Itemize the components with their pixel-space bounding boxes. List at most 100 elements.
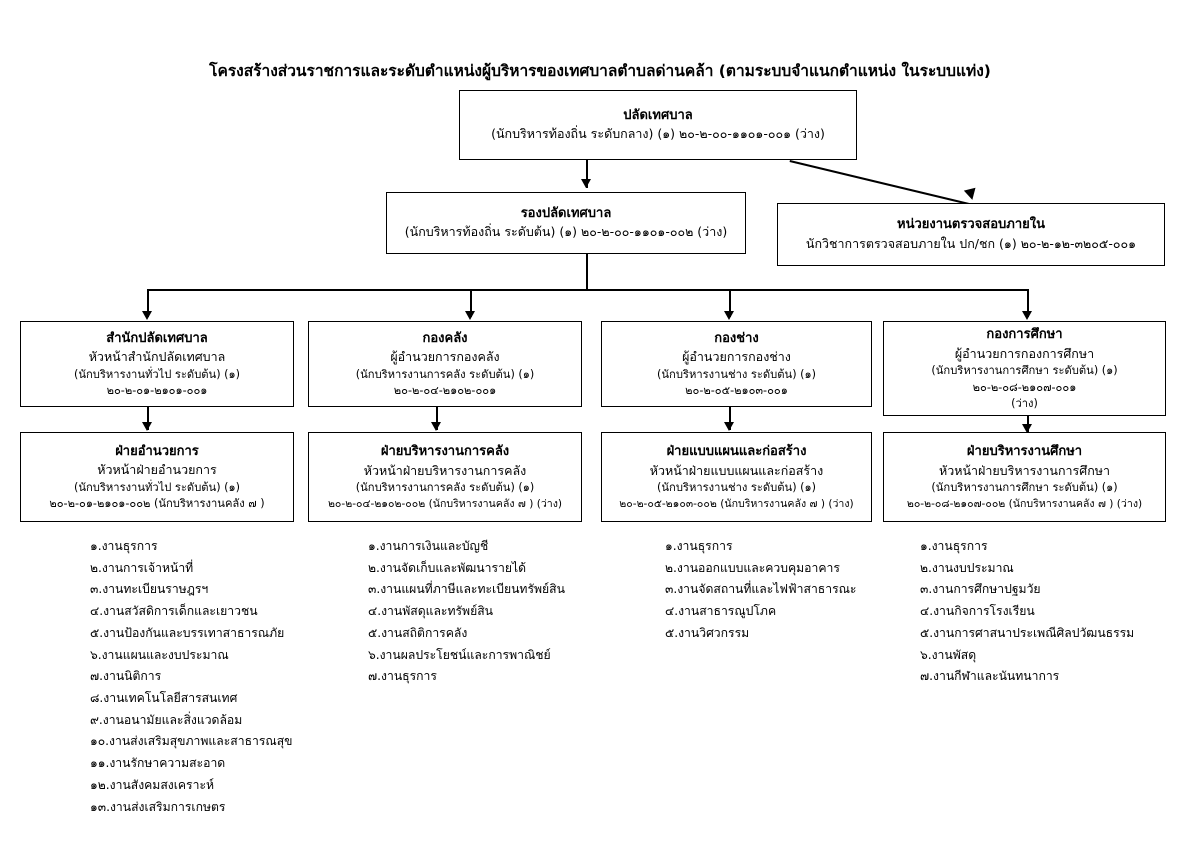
node-div-borihan-klang[interactable]: ฝ่ายบริหารงานการคลัง หัวหน้าฝ่ายบริหารงา…	[308, 432, 582, 522]
task-item: ๓.งานจัดสถานที่และไฟฟ้าสาธารณะ	[665, 582, 857, 597]
node-div3-detail2: ๒๐-๒-๐๕-๒๑๐๓-๐๐๒ (นักบริหารงานคลัง ๗ ) (…	[619, 497, 854, 510]
arrow-dept3-to-div3	[724, 422, 734, 431]
task-item: ๒.งานจัดเก็บและพัฒนารายได้	[368, 560, 527, 575]
task-item: ๗.งานกีฬาและนันทนาการ	[920, 669, 1060, 684]
node-dept1-name: สำนักปลัดเทศบาล	[106, 330, 208, 346]
node-div1-detail: (นักบริหารงานทั่วไป ระดับต้น) (๑)	[74, 480, 240, 494]
node-internal-audit-detail: นักวิชาการตรวจสอบภายใน ปก/ชก (๑) ๒๐-๒-๑๒…	[805, 235, 1137, 251]
tasklist-samnak-palad: ๑.งานธุรการ๒.งานการเจ้าหน้าที่๓.งานทะเบี…	[90, 536, 293, 818]
arrow-dept4-to-div4	[1022, 424, 1032, 433]
task-item: ๘.งานเทคโนโลยีสารสนเทศ	[90, 691, 238, 706]
node-div1-detail2: ๒๐-๒-๐๑-๒๑๐๑-๐๐๒ (นักบริหารงานคลัง ๗ )	[49, 497, 265, 511]
node-div-baebphan[interactable]: ฝ่ายแบบแผนและก่อสร้าง หัวหน้าฝ่ายแบบแผนแ…	[601, 432, 872, 522]
tasklist-kong-suksa: ๑.งานธุรการ๒.งานงบประมาณ๓.งานการศึกษาปฐม…	[920, 536, 1134, 688]
node-div3-detail: (นักบริหารงานช่าง ระดับต้น) (๑)	[657, 481, 816, 495]
node-palad-detail: (นักบริหารท้องถิ่น ระดับกลาง) (๑) ๒๐-๒-๐…	[491, 126, 825, 142]
node-div2-name: ฝ่ายบริหารงานการคลัง	[380, 444, 510, 460]
node-div4-name: ฝ่ายบริหารงานศึกษา	[966, 444, 1083, 460]
node-rong-palad-detail: (นักบริหารท้องถิ่น ระดับต้น) (๑) ๒๐-๒-๐๐…	[404, 224, 728, 240]
arrow-dept2-to-div2	[431, 422, 441, 431]
task-item: ๔.งานสาธารณูปโภค	[665, 604, 777, 619]
task-item: ๕.งานวิศวกรรม	[665, 625, 750, 640]
connector-dept1-to-div1	[147, 407, 149, 430]
node-div1-name: ฝ่ายอำนวยการ	[115, 443, 199, 459]
node-dept-kong-klang[interactable]: กองคลัง ผู้อำนวยการกองคลัง (นักบริหารงาน…	[308, 321, 582, 407]
node-dept3-detail: (นักบริหารงานช่าง ระดับต้น) (๑) ๒๐-๒-๐๕-…	[657, 367, 816, 398]
arrow-bus-to-dept1	[142, 311, 152, 320]
node-internal-audit-name: หน่วยงานตรวจสอบภายใน	[897, 217, 1045, 233]
task-item: ๖.งานแผนและงบประมาณ	[90, 647, 229, 662]
node-dept1-head: หัวหน้าสำนักปลัดเทศบาล	[88, 349, 226, 365]
task-item: ๑.งานธุรการ	[665, 539, 733, 553]
node-div-amnuaykan[interactable]: ฝ่ายอำนวยการ หัวหน้าฝ่ายอำนวยการ (นักบริ…	[20, 432, 294, 522]
task-item: ๑.งานธุรการ	[90, 539, 158, 553]
task-item: ๑.งานธุรการ	[920, 539, 988, 553]
node-div2-detail2: ๒๐-๒-๐๔-๒๑๐๒-๐๐๒ (นักบริหารงานคลัง ๗ ) (…	[327, 497, 563, 510]
task-item: ๔.งานพัสดุและทรัพย์สิน	[368, 604, 494, 619]
node-dept4-detail2: (ว่าง)	[1011, 396, 1038, 410]
connector-bus-to-dept1	[147, 289, 149, 317]
task-item: ๒.งานงบประมาณ	[920, 560, 1014, 575]
task-item: ๑๓.งานส่งเสริมการเกษตร	[90, 799, 226, 814]
node-div1-head: หัวหน้าฝ่ายอำนวยการ	[97, 462, 217, 478]
arrow-dept1-to-div1	[142, 422, 152, 431]
node-dept3-name: กองช่าง	[714, 330, 759, 346]
task-item: ๗.งานธุรการ	[368, 669, 437, 684]
node-div2-head: หัวหน้าฝ่ายบริหารงานการคลัง	[363, 462, 527, 478]
node-div3-name: ฝ่ายแบบแผนและก่อสร้าง	[666, 444, 807, 460]
task-item: ๑๑.งานรักษาความสะอาด	[90, 756, 226, 771]
node-dept2-detail: (นักบริหารงานการคลัง ระดับต้น) (๑) ๒๐-๒-…	[355, 367, 535, 398]
connector-bus-to-dept4	[1027, 289, 1029, 317]
task-item: ๕.งานการศาสนาประเพณีศิลปวัฒนธรรม	[920, 625, 1135, 640]
task-item: ๒.งานออกแบบและควบคุมอาคาร	[665, 560, 840, 575]
task-item: ๑.งานการเงินและบัญชี	[368, 539, 489, 553]
node-div-borihan-suksa[interactable]: ฝ่ายบริหารงานศึกษา หัวหน้าฝ่ายบริหารงานก…	[883, 432, 1166, 522]
task-item: ๙.งานอนามัยและสิ่งแวดล้อม	[90, 712, 243, 727]
task-item: ๔.งานสวัสดิการเด็กและเยาวชน	[90, 604, 258, 619]
task-item: ๑๐.งานส่งเสริมสุขภาพและสาธารณสุข	[90, 734, 293, 749]
page-title: โครงสร้างส่วนราชการและระดับตำแหน่งผู้บริ…	[209, 62, 991, 80]
task-item: ๓.งานการศึกษาปฐมวัย	[920, 582, 1041, 597]
task-item: ๖.งานผลประโยชน์และการพาณิชย์	[368, 647, 551, 662]
connector-dept3-to-div3	[729, 407, 731, 430]
node-div3-head: หัวหน้าฝ่ายแบบแผนและก่อสร้าง	[649, 462, 824, 478]
arrow-palad-to-rong	[581, 179, 591, 188]
node-internal-audit[interactable]: หน่วยงานตรวจสอบภายใน นักวิชาการตรวจสอบภา…	[777, 203, 1165, 266]
node-palad-name: ปลัดเทศบาล	[623, 107, 693, 123]
node-dept2-name: กองคลัง	[422, 330, 468, 346]
node-dept-kong-suksa[interactable]: กองการศึกษา ผู้อำนวยการกองการศึกษา (นักบ…	[883, 321, 1166, 416]
node-dept4-detail: (นักบริหารงานการศึกษา ระดับต้น) (๑) ๒๐-๒…	[931, 364, 1118, 394]
connector-bus-to-dept2	[470, 289, 472, 317]
task-item: ๒.งานการเจ้าหน้าที่	[90, 560, 194, 575]
tasklist-kong-chang: ๑.งานธุรการ๒.งานออกแบบและควบคุมอาคาร๓.งา…	[665, 536, 856, 645]
arrow-bus-to-dept4	[1022, 311, 1032, 320]
arrow-bus-to-dept3	[724, 311, 734, 320]
node-dept3-head: ผู้อำนวยการกองช่าง	[682, 349, 791, 365]
task-item: ๓.งานแผนที่ภาษีและทะเบียนทรัพย์สิน	[368, 582, 565, 597]
node-dept4-name: กองการศึกษา	[986, 327, 1063, 343]
tasklist-kong-klang: ๑.งานการเงินและบัญชี๒.งานจัดเก็บและพัฒนา…	[368, 536, 565, 688]
task-item: ๑๒.งานสังคมสงเคราะห์	[90, 777, 215, 792]
arrow-bus-to-dept2	[465, 311, 475, 320]
task-item: ๕.งานป้องกันและบรรเทาสาธารณภัย	[90, 625, 285, 640]
connector-bus-bar	[147, 289, 1028, 291]
arrow-palad-to-audit	[963, 187, 979, 202]
connector-palad-to-rong	[586, 160, 588, 188]
node-dept-kong-chang[interactable]: กองช่าง ผู้อำนวยการกองช่าง (นักบริหารงาน…	[601, 321, 872, 407]
node-rong-palad[interactable]: รองปลัดเทศบาล (นักบริหารท้องถิ่น ระดับต้…	[386, 192, 746, 254]
node-div4-detail: (นักบริหารงานการศึกษา ระดับต้น) (๑)	[931, 481, 1118, 495]
node-dept4-head: ผู้อำนวยการกองการศึกษา	[954, 345, 1095, 361]
node-palad[interactable]: ปลัดเทศบาล (นักบริหารท้องถิ่น ระดับกลาง)…	[459, 90, 857, 160]
task-item: ๗.งานนิติการ	[90, 669, 162, 684]
node-dept1-detail: (นักบริหารงานทั่วไป ระดับต้น) (๑) ๒๐-๒-๐…	[74, 367, 240, 398]
connector-palad-to-audit	[789, 160, 971, 206]
connector-bus-to-dept3	[729, 289, 731, 317]
node-rong-palad-name: รองปลัดเทศบาล	[520, 205, 612, 221]
connector-rong-to-bus	[586, 254, 588, 290]
node-dept2-head: ผู้อำนวยการกองคลัง	[390, 349, 500, 365]
node-div4-head: หัวหน้าฝ่ายบริหารงานการศึกษา	[938, 462, 1111, 478]
node-div2-detail: (นักบริหารงานการคลัง ระดับต้น) (๑)	[355, 481, 535, 495]
node-dept-samnak-palad[interactable]: สำนักปลัดเทศบาล หัวหน้าสำนักปลัดเทศบาล (…	[20, 321, 294, 407]
task-item: ๕.งานสถิติการคลัง	[368, 625, 468, 640]
